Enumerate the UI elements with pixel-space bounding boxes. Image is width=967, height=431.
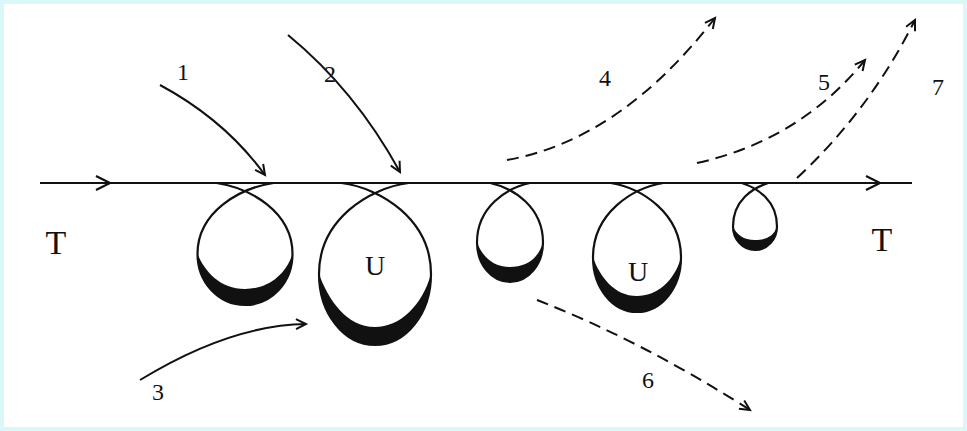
loop-outline [589,183,685,316]
vortex-node: U [315,183,435,349]
flow-line [40,182,912,184]
vortex-node: U [589,183,685,316]
arrow [140,324,306,380]
dashed-arrow [797,20,915,178]
callout-number: 3 [152,380,164,404]
arrowhead [96,176,110,190]
vortex-loop [477,183,543,282]
dashed-arrow [537,300,750,410]
end-label: T [872,223,893,257]
callout-number: 4 [599,66,611,90]
arrow [288,35,400,172]
callout-number: 5 [818,70,830,94]
loop-label: U [365,252,385,280]
loop-shading [733,227,777,251]
vortex-loop [198,183,293,305]
vortex-loop [319,183,431,345]
dashed-arrow [507,18,715,160]
callout-number: 1 [177,60,189,84]
loop-shading [319,274,431,345]
loop-shading [477,243,543,283]
arrow [160,85,265,175]
loop-shading [198,254,293,305]
callout-number: 6 [642,368,654,392]
loop-shading [593,258,681,313]
callout-number: 7 [932,75,944,99]
loop-label: U [628,258,648,286]
callout-number: 2 [324,62,336,86]
vortex-loop [733,183,777,250]
end-label: T [46,226,67,260]
dashed-arrow [697,60,865,163]
vortex-loop [593,183,681,312]
arrowhead [866,176,880,190]
